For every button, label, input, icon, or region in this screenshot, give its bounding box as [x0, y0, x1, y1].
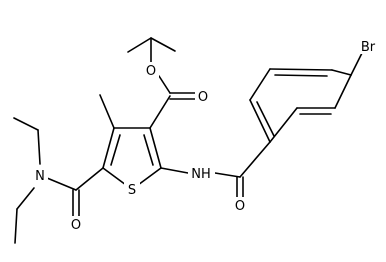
bond-c3-c2-inner	[143, 134, 154, 166]
bond-amide-carbonyl-to-n	[46, 177, 77, 191]
amide-nitrogen-label: N	[35, 169, 45, 184]
bond-c5-s	[102, 167, 127, 186]
benzoyl-oxygen-bg	[232, 197, 248, 213]
bond-ph-c4-c5	[331, 69, 352, 76]
ester-carbonyl-oxygen-bg	[195, 88, 211, 104]
bond-ph-c5-c6-inner	[274, 74, 328, 77]
bond-methyl	[99, 94, 115, 129]
bond-carbonyl-to-ring	[149, 95, 171, 129]
amide-nh-bg	[188, 165, 215, 181]
bond-isopropyl-right	[150, 37, 176, 52]
benzoyl-oxygen-label: O	[235, 199, 245, 214]
bond-n-ethyl-bottom	[16, 187, 35, 210]
bond-ph-c3-c4	[334, 74, 352, 109]
bond-ethyl-bottom-end	[14, 208, 18, 244]
atom-labels: O O NH O Br S N O	[32, 38, 380, 233]
bond-c4-c5-inner	[110, 134, 121, 166]
bond-nh-to-benzoyl-carbonyl	[214, 172, 241, 178]
bond-c4-c5	[102, 127, 115, 169]
bond-ph-c7-c1	[249, 99, 271, 143]
ester-oxygen-bg	[143, 62, 159, 78]
thiophene-sulfur-bg	[124, 181, 140, 197]
bond-ph-c1-c2	[269, 107, 298, 143]
bond-ethyl-top-end	[13, 117, 39, 131]
bond-ph-c7-c1-inner	[256, 101, 275, 137]
bond-c5-to-amide-carbonyl	[75, 167, 104, 191]
bond-to-bromine	[350, 52, 363, 76]
ester-carbonyl-oxygen-label: O	[198, 90, 208, 105]
bond-n-ethyl-top	[37, 129, 41, 165]
ester-oxygen-label: O	[146, 64, 156, 79]
bond-c2-s	[137, 167, 162, 186]
bond-c3-c2	[149, 127, 162, 169]
bonds	[13, 37, 363, 244]
bond-ph-c5-c6	[269, 68, 333, 71]
thiophene-sulfur-label: S	[128, 183, 136, 198]
bond-ph-c6-c7	[249, 68, 271, 101]
amide-carbonyl-oxygen-bg	[68, 216, 84, 232]
bond-oxygen-to-carbonyl	[158, 75, 171, 94]
bromine-label: Br	[361, 40, 376, 55]
bromine-bg	[356, 38, 380, 54]
bond-carbonyl-to-phenyl	[239, 141, 271, 178]
bond-isopropyl-left	[127, 37, 152, 53]
bond-c2-nh	[160, 167, 189, 174]
amide-carbonyl-oxygen-label: O	[71, 218, 81, 233]
amide-nh-label: NH	[191, 167, 211, 182]
amide-nitrogen-bg	[32, 167, 48, 183]
